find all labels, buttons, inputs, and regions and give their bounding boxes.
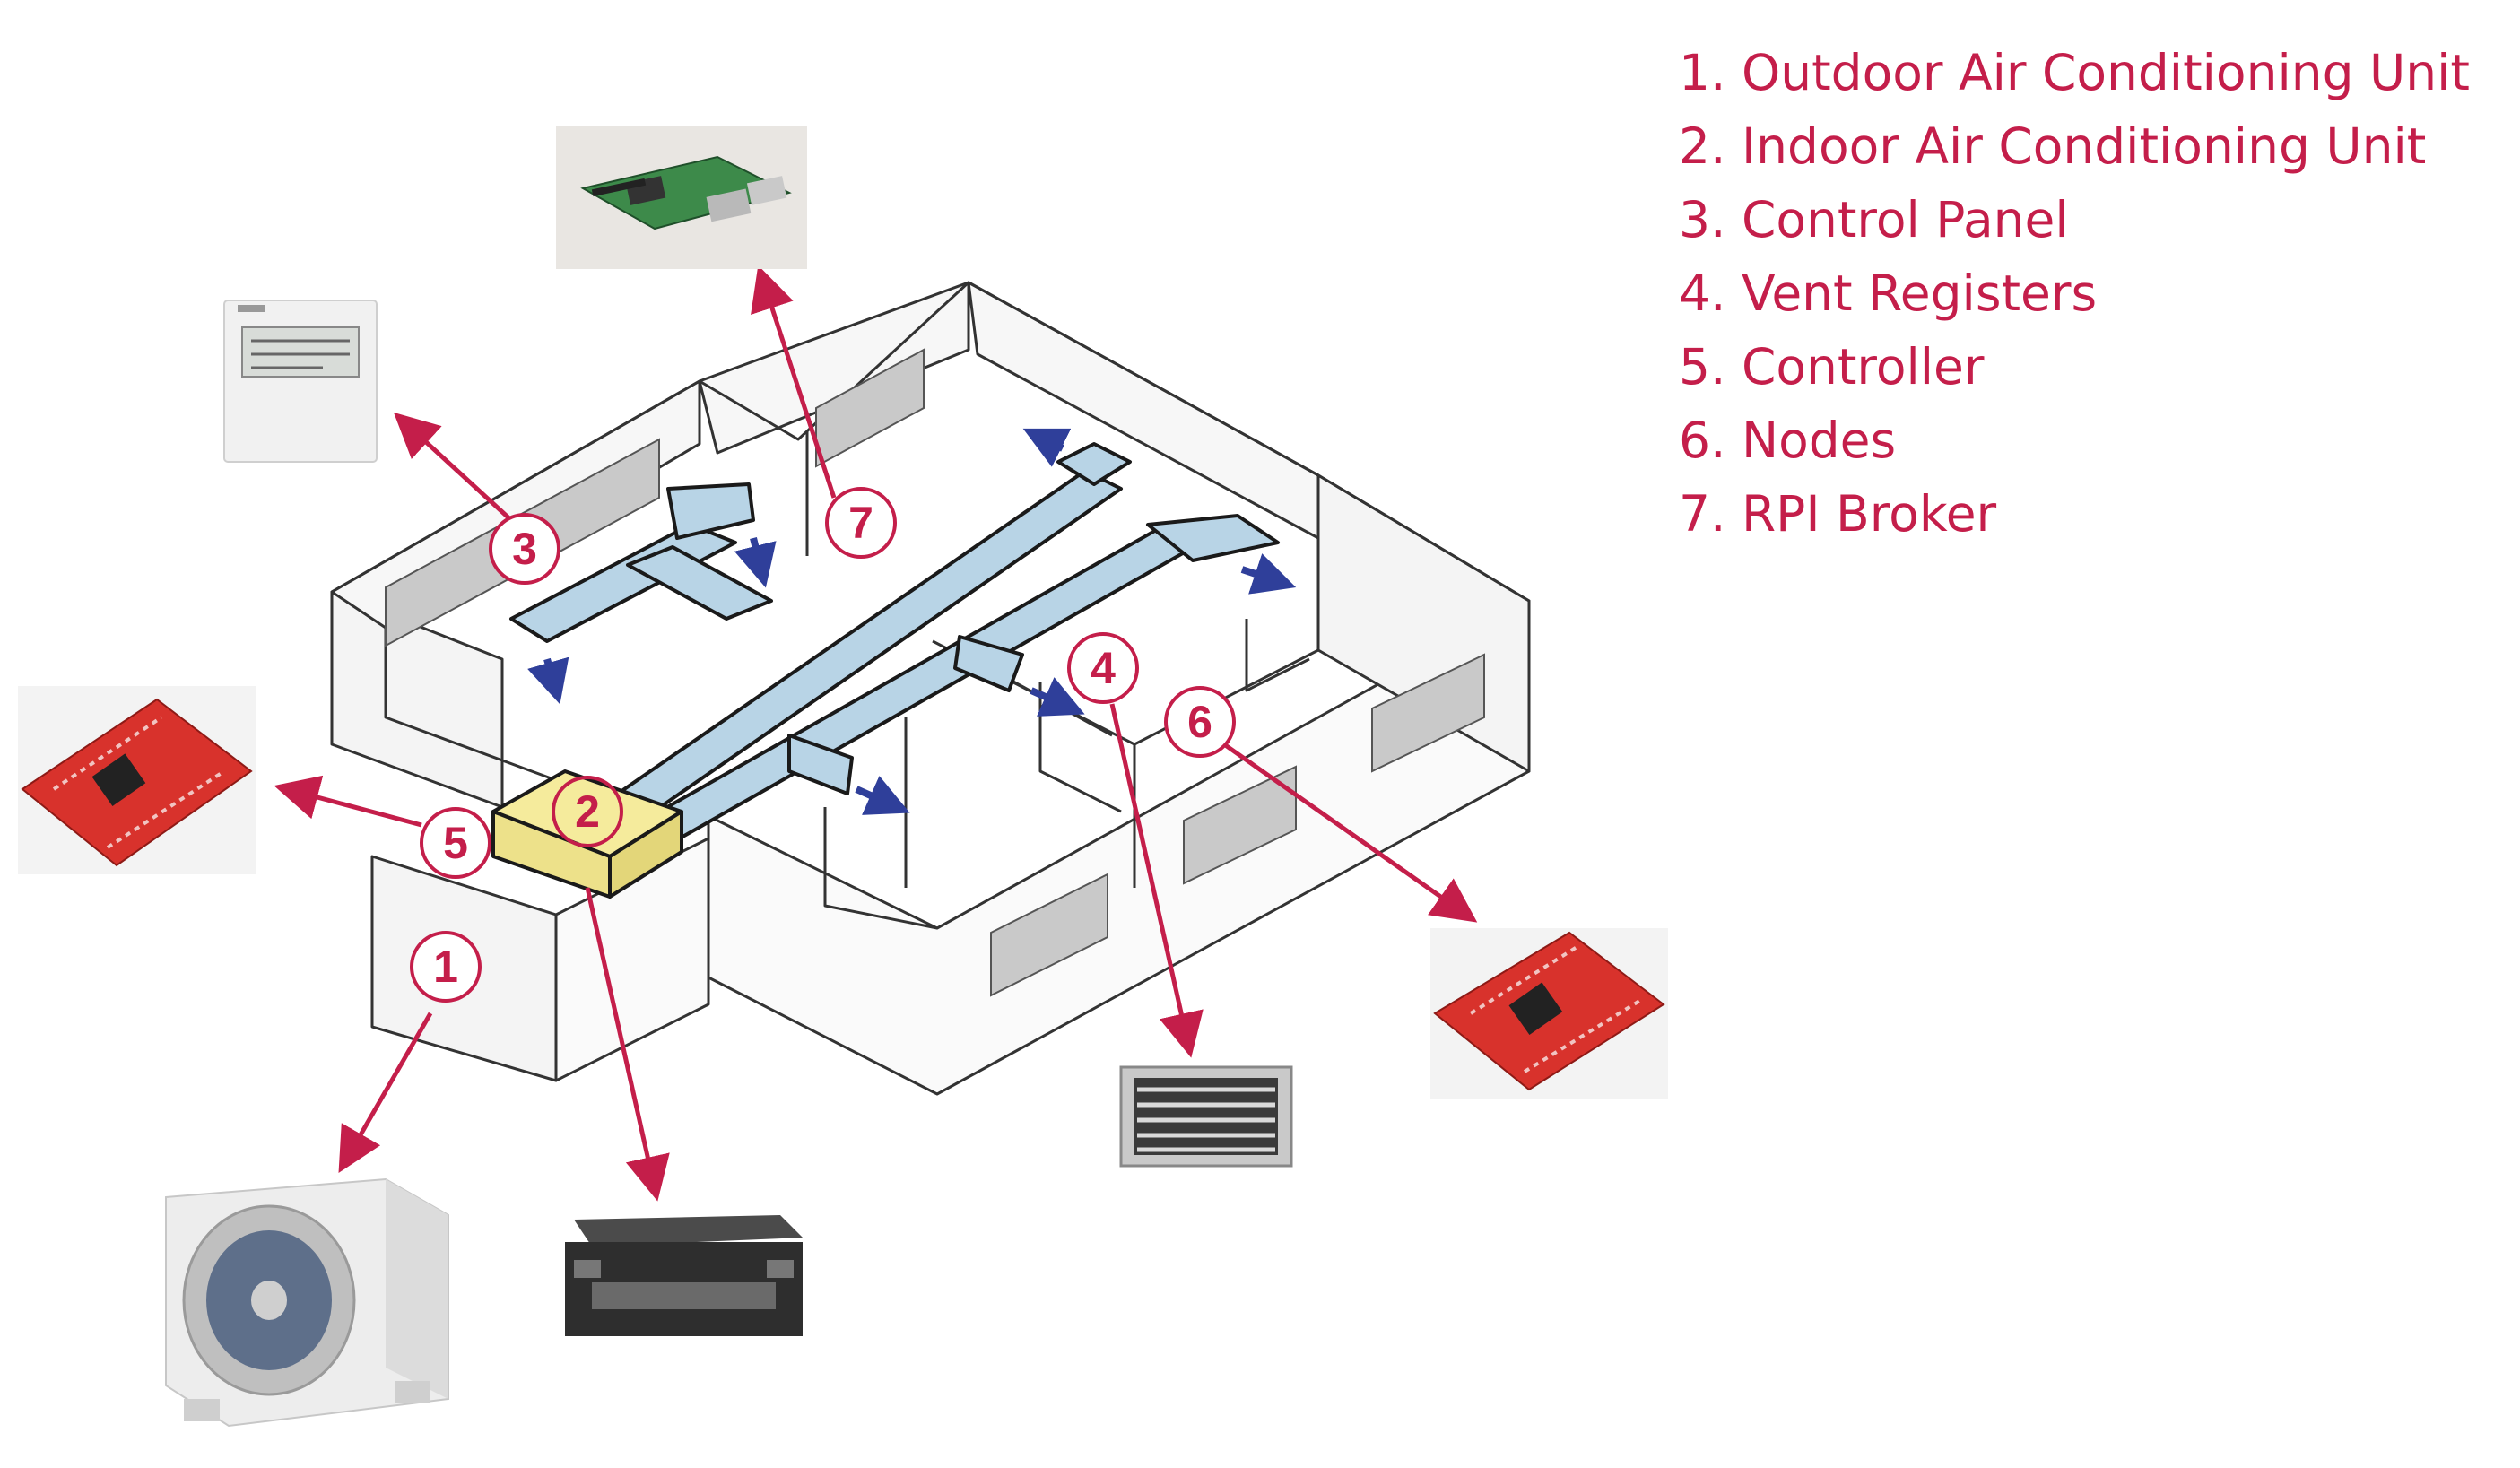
wall-top-outline bbox=[331, 281, 1530, 603]
branch-stub bbox=[666, 482, 755, 540]
legend-item-controller: 5. Controller bbox=[1679, 338, 1985, 395]
arrow-to-outdoor-unit bbox=[338, 1012, 433, 1173]
arrow-to-controller bbox=[274, 775, 422, 828]
indoor-unit-box bbox=[491, 769, 683, 899]
callout-1: 1 bbox=[410, 931, 482, 1003]
raspberry-pi-board-icon bbox=[556, 126, 807, 269]
vent-grille-icon bbox=[1119, 1065, 1293, 1168]
legend-item-vent-registers: 4. Vent Registers bbox=[1679, 265, 2098, 322]
floor-outline bbox=[384, 628, 557, 782]
left-branch-duct bbox=[626, 545, 773, 621]
legend-item-control-panel: 3. Control Panel bbox=[1679, 191, 2069, 248]
airflow-arrow-icon bbox=[1022, 428, 1072, 467]
back-wall-right-face bbox=[698, 281, 970, 455]
legend-item-outdoor-unit: 1. Outdoor Air Conditioning Unit bbox=[1679, 44, 2470, 101]
airflow-arrows bbox=[527, 428, 1297, 815]
legend-item-rpi-broker: 7. RPI Broker bbox=[1679, 485, 1997, 543]
callout-5-label: 5 bbox=[443, 818, 468, 868]
callout-2: 2 bbox=[552, 776, 623, 847]
legend-item-indoor-unit: 2. Indoor Air Conditioning Unit bbox=[1679, 117, 2427, 175]
window bbox=[1371, 653, 1485, 773]
callout-arrows bbox=[274, 265, 1478, 1202]
arrow-to-vent-register bbox=[1109, 703, 1204, 1058]
ducted-indoor-unit-icon bbox=[565, 1215, 803, 1336]
arrow-to-rpi-broker bbox=[751, 265, 837, 499]
back-wall-upper-face bbox=[967, 281, 1320, 540]
legend: 1. Outdoor Air Conditioning Unit 2. Indo… bbox=[1679, 36, 2470, 551]
arrow-to-control-panel bbox=[393, 412, 513, 522]
callout-6: 6 bbox=[1164, 686, 1236, 758]
window bbox=[1183, 765, 1297, 885]
callout-1-label: 1 bbox=[433, 942, 458, 992]
airflow-arrow-icon bbox=[855, 776, 910, 815]
callouts: 1 2 3 4 5 6 7 bbox=[410, 487, 1236, 1003]
airflow-arrow-icon bbox=[734, 537, 777, 588]
callout-3-label: 3 bbox=[512, 524, 537, 574]
callout-7-label: 7 bbox=[848, 498, 873, 548]
callout-7: 7 bbox=[825, 487, 897, 559]
right-branch-duct bbox=[1056, 442, 1132, 486]
wall-thermostat-icon bbox=[223, 300, 378, 463]
callout-5: 5 bbox=[420, 807, 491, 879]
callout-2-label: 2 bbox=[575, 786, 600, 837]
window bbox=[990, 873, 1108, 997]
outdoor-condenser-icon bbox=[165, 1177, 449, 1428]
callout-6-label: 6 bbox=[1187, 697, 1212, 747]
callout-4: 4 bbox=[1067, 632, 1139, 704]
right-branch-duct bbox=[1146, 514, 1280, 562]
legend-item-nodes: 6. Nodes bbox=[1679, 412, 1897, 469]
callout-3: 3 bbox=[489, 513, 560, 585]
red-microcontroller-board-icon bbox=[1430, 928, 1668, 1099]
arrow-to-indoor-unit bbox=[585, 887, 670, 1202]
callout-4-label: 4 bbox=[1091, 643, 1116, 693]
airflow-arrow-icon bbox=[1030, 677, 1085, 717]
branch-stub bbox=[787, 734, 854, 795]
branch-stub bbox=[953, 635, 1024, 692]
ductwork bbox=[509, 442, 1280, 849]
red-microcontroller-board-icon bbox=[18, 686, 256, 874]
airflow-arrow-icon bbox=[1240, 553, 1297, 595]
arrow-to-nodes bbox=[1222, 742, 1478, 923]
airflow-arrow-icon bbox=[527, 656, 569, 705]
